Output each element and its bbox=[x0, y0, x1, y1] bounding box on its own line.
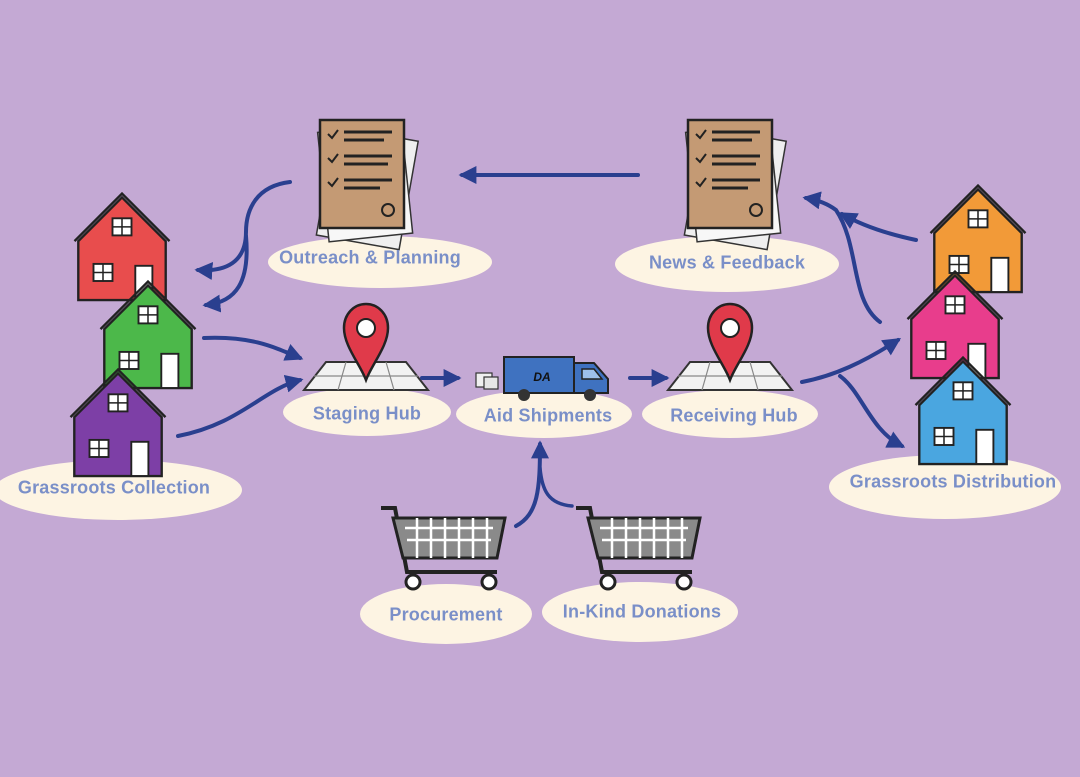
house-icon-collection-1 bbox=[73, 191, 171, 302]
label-clouds bbox=[0, 236, 1061, 644]
truck-logo-text: DA bbox=[533, 370, 550, 384]
shopping-cart-icon-donations bbox=[574, 506, 702, 591]
label-procurement: Procurement bbox=[389, 604, 503, 625]
label-distribution: Grassroots Distribution bbox=[849, 471, 1057, 492]
house-icon-collection-3 bbox=[69, 367, 167, 478]
arrow-house-to-staging-2 bbox=[176, 374, 304, 438]
arrow-outreach-to-house-1 bbox=[194, 180, 292, 280]
house-icon-distribution-2 bbox=[906, 269, 1004, 380]
flow-arrows bbox=[176, 166, 918, 528]
label-news: News & Feedback bbox=[648, 252, 806, 273]
arrow-receiving-to-house-top bbox=[800, 338, 902, 384]
label-staging: Staging Hub bbox=[312, 403, 422, 424]
label-donations: In-Kind Donations bbox=[562, 601, 722, 622]
map-pin-icon-receiving bbox=[666, 302, 794, 392]
house-icon-distribution-1 bbox=[929, 183, 1027, 294]
arrow-procurement-to-shipments bbox=[514, 440, 549, 528]
house-icon-distribution-3 bbox=[914, 355, 1012, 466]
arrow-receiving-to-house-bottom bbox=[838, 374, 906, 448]
arrow-distribution-to-news-2 bbox=[838, 212, 918, 242]
shopping-cart-icon-procurement bbox=[379, 506, 507, 591]
arrow-house-to-staging-1 bbox=[202, 335, 304, 361]
map-pin-icon-staging bbox=[302, 302, 430, 392]
house-icon-collection-2 bbox=[99, 279, 197, 390]
arrow-outreach-to-house-2 bbox=[202, 234, 249, 313]
label-collection: Grassroots Collection bbox=[17, 477, 211, 498]
document-icon-outreach bbox=[314, 118, 420, 252]
label-outreach: Outreach & Planning bbox=[279, 247, 461, 268]
label-receiving: Receiving Hub bbox=[670, 405, 798, 426]
document-icon-news bbox=[682, 118, 788, 252]
arrow-donations-to-shipments bbox=[538, 466, 574, 508]
truck-icon: DA bbox=[475, 356, 609, 401]
label-shipments: Aid Shipments bbox=[483, 405, 613, 426]
